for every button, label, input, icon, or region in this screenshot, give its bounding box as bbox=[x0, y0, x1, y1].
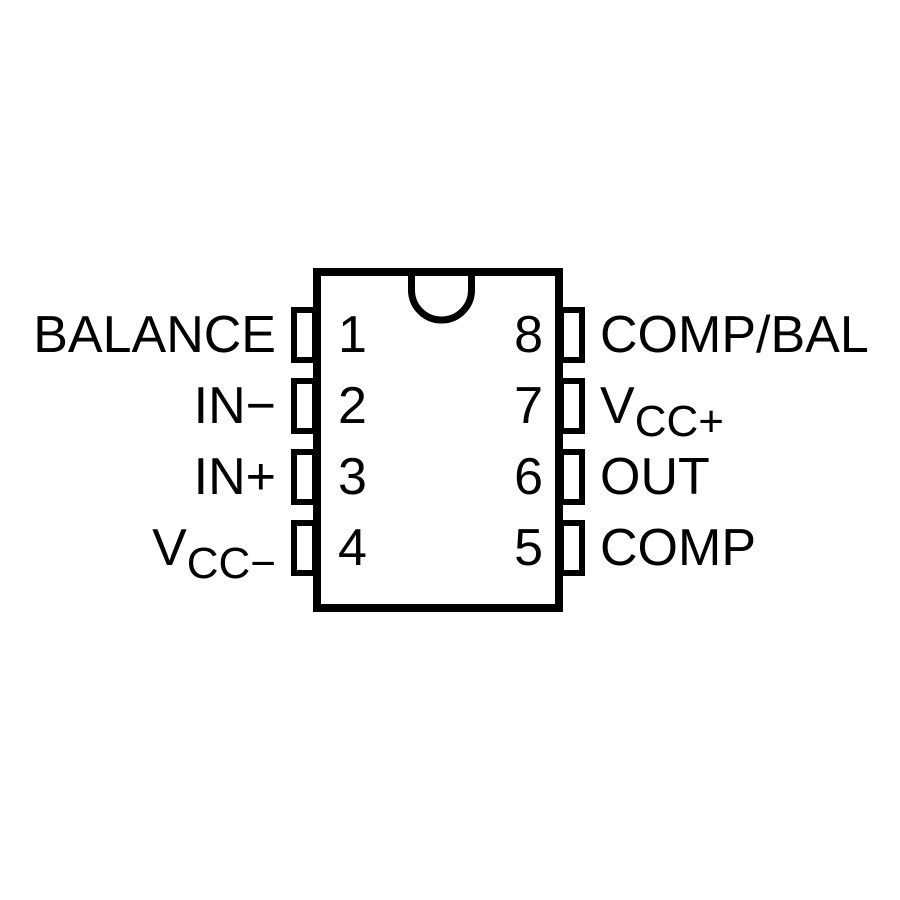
pin-8-label: COMP/BAL bbox=[600, 306, 869, 364]
pin-4-number: 4 bbox=[338, 519, 367, 577]
pin-3-number: 3 bbox=[338, 448, 367, 506]
pin-2-label: IN− bbox=[193, 377, 276, 435]
pin-7-label: VCC+ bbox=[600, 377, 724, 446]
pin-1-number: 1 bbox=[338, 306, 367, 364]
index-notch bbox=[408, 272, 475, 324]
pin-lead-6 bbox=[558, 449, 585, 505]
pin-lead-1 bbox=[291, 307, 318, 363]
pin-8-number: 8 bbox=[514, 306, 543, 364]
pin-lead-5 bbox=[558, 520, 585, 576]
pin-lead-3 bbox=[291, 449, 318, 505]
pin-4-label: VCC− bbox=[152, 519, 276, 588]
pin-3-label: IN+ bbox=[193, 448, 276, 506]
pin-lead-2 bbox=[291, 378, 318, 434]
pin-2-number: 2 bbox=[338, 377, 367, 435]
pin-6-label: OUT bbox=[600, 448, 710, 506]
pin-5-number: 5 bbox=[514, 519, 543, 577]
pin-6-number: 6 bbox=[514, 448, 543, 506]
pin-lead-7 bbox=[558, 378, 585, 434]
pin-lead-4 bbox=[291, 520, 318, 576]
pin-1-label: BALANCE bbox=[33, 306, 276, 364]
pin-7-number: 7 bbox=[514, 377, 543, 435]
ic-body bbox=[313, 268, 563, 612]
pin-5-label: COMP bbox=[600, 519, 756, 577]
pin-lead-8 bbox=[558, 307, 585, 363]
